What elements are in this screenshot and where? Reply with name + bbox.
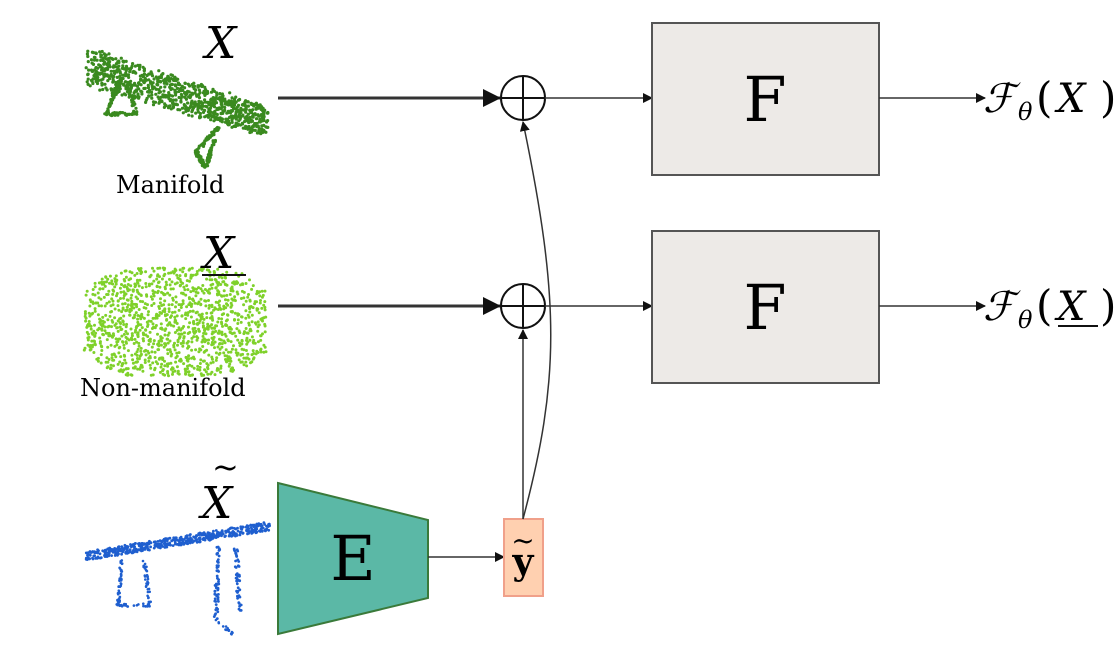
network-f-bottom-label: F (743, 271, 786, 344)
tilde-point-cloud (84, 521, 271, 636)
manifold-point-cloud (84, 49, 270, 169)
non-manifold-symbol: X (200, 228, 236, 279)
svg-text:X: X (1054, 284, 1087, 330)
encoder-label: E (330, 522, 375, 595)
sum-node-bottom (500, 283, 546, 329)
latent-accent: ~ (511, 524, 534, 557)
latent-code-y (503, 518, 544, 597)
latent-label: y (512, 541, 535, 583)
output-bottom-label: ℱ θ ( X ) (983, 281, 1116, 334)
svg-text:ℱ: ℱ (983, 284, 1021, 330)
svg-text:): ) (1100, 281, 1116, 330)
svg-text:θ: θ (1018, 98, 1033, 126)
network-f-top (651, 22, 880, 176)
svg-text:ℱ: ℱ (983, 76, 1021, 122)
non-manifold-caption: Non-manifold (80, 374, 246, 402)
svg-text:X: X (1054, 76, 1087, 122)
svg-text:): ) (1100, 73, 1116, 122)
output-top-label: ℱ θ ( X ) (983, 73, 1116, 126)
manifold-symbol: X (202, 18, 238, 69)
non-manifold-point-cloud (82, 266, 268, 378)
network-f-top-label: F (743, 63, 786, 136)
svg-text:(: ( (1036, 73, 1052, 122)
network-f-bottom (651, 230, 880, 384)
svg-text:θ: θ (1018, 306, 1033, 334)
latent-to-sum-top-arrow (519, 121, 552, 520)
tilde-accent: ~ (212, 448, 239, 486)
sum-node-top (500, 75, 546, 121)
tilde-symbol: X (198, 478, 234, 529)
manifold-caption: Manifold (116, 171, 224, 199)
svg-text:(: ( (1036, 281, 1052, 330)
encoder-e (277, 481, 429, 636)
